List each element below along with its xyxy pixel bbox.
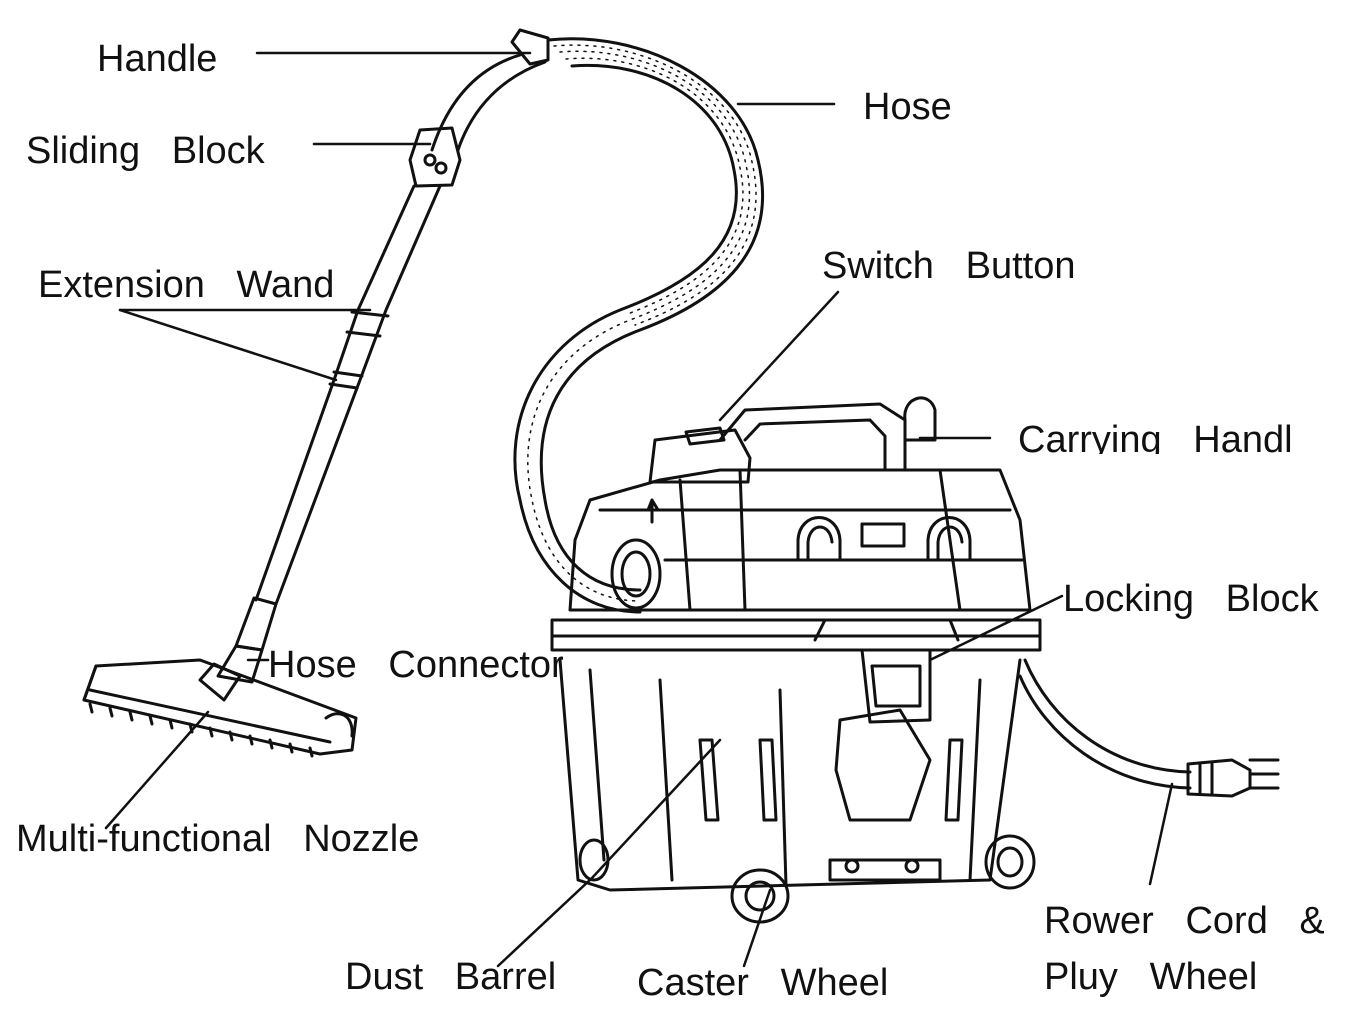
label-caster-wheel: Caster Wheel <box>637 962 889 1004</box>
label-power-cord-line2: Pluy Wheel <box>1044 956 1258 998</box>
caster-wheels <box>578 834 1036 924</box>
hose-shape <box>513 37 764 614</box>
label-switch-button: Switch Button <box>822 245 1076 287</box>
leader-lines <box>104 51 1174 968</box>
label-carrying-handle: Carrying Handl <box>1018 421 1293 454</box>
locking-band <box>550 618 1042 724</box>
plug-shape <box>1186 758 1252 798</box>
label-power-cord-line1: Rower Cord & <box>1044 902 1324 942</box>
power-cord-shape <box>1018 658 1280 798</box>
sliding-block-shape <box>408 126 462 188</box>
hose-connector-shape <box>610 498 662 610</box>
carrying-handle-knob <box>903 396 937 442</box>
label-dust-barrel: Dust Barrel <box>345 956 557 998</box>
dust-barrel-shape <box>558 658 1022 892</box>
label-locking-block: Locking Block <box>1063 578 1319 620</box>
label-extension-wand: Extension Wand <box>38 264 335 306</box>
label-multi-functional-nozzle: Multi-functional Nozzle <box>16 818 420 860</box>
label-hose: Hose <box>863 86 952 128</box>
handle-grip <box>510 28 550 66</box>
label-handle: Handle <box>97 38 218 80</box>
nozzle-shape <box>82 658 358 758</box>
motor-head <box>568 396 1032 612</box>
label-sliding-block: Sliding Block <box>26 130 265 172</box>
locking-block-shape <box>860 648 932 724</box>
extension-wand <box>216 28 550 684</box>
label-hose-connector: Hose Connector <box>268 644 564 686</box>
